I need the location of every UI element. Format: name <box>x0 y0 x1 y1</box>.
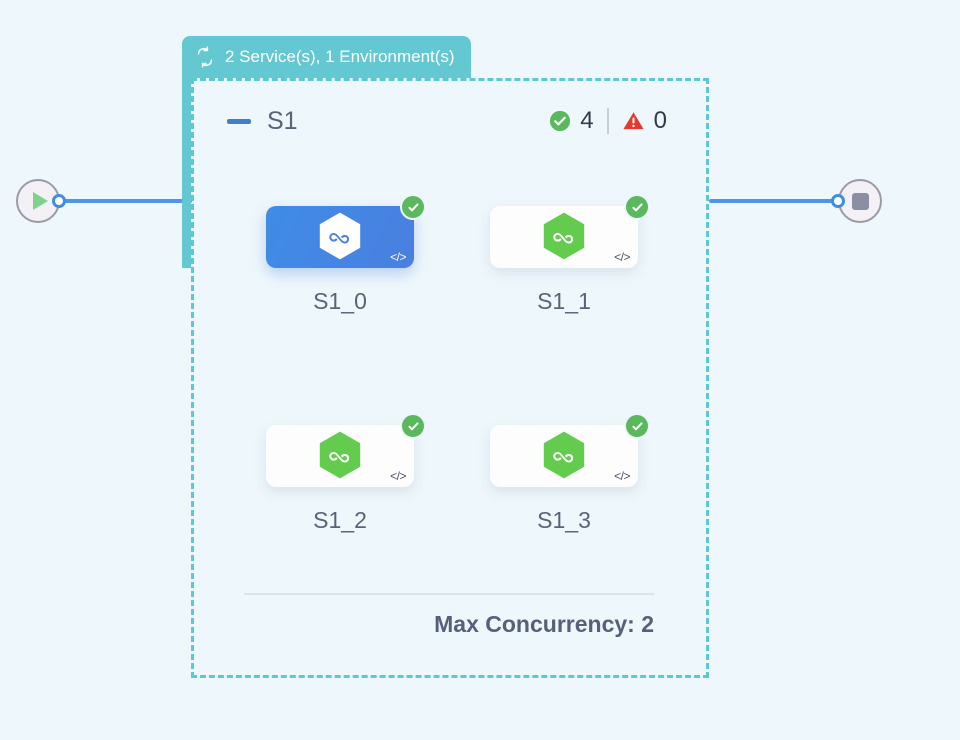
max-concurrency-label: Max Concurrency: 2 <box>434 611 654 637</box>
group-accent-strip <box>182 78 191 268</box>
node-cell: </> S1_2 <box>242 413 438 534</box>
error-status: 0 <box>622 107 667 135</box>
service-group[interactable]: 2 Service(s), 1 Environment(s) S1 4 <box>182 36 709 678</box>
service-node-card[interactable]: </> <box>490 194 650 268</box>
success-count: 4 <box>580 107 594 134</box>
node-label: S1_0 <box>313 288 367 314</box>
start-output-handle[interactable] <box>52 194 66 208</box>
group-header-tab[interactable]: 2 Service(s), 1 Environment(s) <box>182 36 471 78</box>
play-icon <box>32 192 48 210</box>
end-input-handle[interactable] <box>831 194 845 208</box>
node-hexagon-icon <box>319 212 361 260</box>
code-icon: </> <box>390 250 406 264</box>
node-hexagon-icon <box>543 431 585 479</box>
service-node-card[interactable]: </> <box>266 194 426 268</box>
status-divider <box>606 108 609 134</box>
code-icon: </> <box>390 469 406 483</box>
service-node-card[interactable]: </> <box>266 413 426 487</box>
node-hexagon-icon <box>319 431 361 479</box>
stop-icon <box>851 192 869 210</box>
check-circle-icon <box>550 110 571 132</box>
node-label: S1_2 <box>313 507 367 533</box>
group-tab-label: 2 Service(s), 1 Environment(s) <box>225 47 455 66</box>
group-collapse-area[interactable]: S1 <box>227 107 298 136</box>
node-label: S1_3 <box>537 507 591 533</box>
success-status: 4 <box>549 107 594 135</box>
code-icon: </> <box>614 469 630 483</box>
check-circle-icon <box>624 413 650 439</box>
node-cell: </> S1_1 <box>466 194 662 315</box>
group-status-area: 4 0 <box>549 107 667 135</box>
node-cell: </> S1_0 <box>242 194 438 315</box>
check-circle-icon <box>400 194 426 220</box>
node-label: S1_1 <box>537 288 591 314</box>
group-footer-divider <box>244 593 654 595</box>
code-icon: </> <box>614 250 630 264</box>
node-cell: </> S1_3 <box>466 413 662 534</box>
node-hexagon-icon <box>543 212 585 260</box>
check-circle-icon <box>400 413 426 439</box>
warning-triangle-icon <box>623 112 644 130</box>
service-node-card[interactable]: </> <box>490 413 650 487</box>
repeat-icon <box>197 46 213 68</box>
error-count: 0 <box>653 107 667 134</box>
group-dashed-body <box>191 78 709 678</box>
check-circle-icon <box>624 194 650 220</box>
group-header-row: S1 4 0 <box>227 101 667 141</box>
edge-group-to-end <box>709 199 839 203</box>
node-grid: </> S1_0 </> S <box>242 194 662 534</box>
group-name-label: S1 <box>267 106 298 135</box>
minus-icon[interactable] <box>227 118 251 124</box>
edge-start-to-group <box>64 199 192 203</box>
